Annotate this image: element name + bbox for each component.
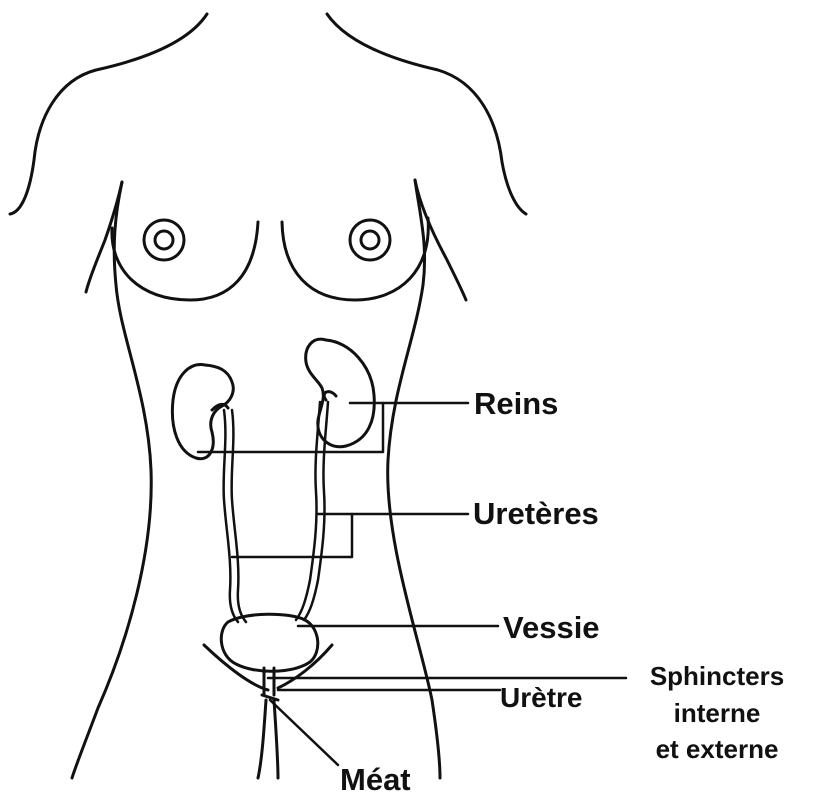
- bladder: [221, 614, 318, 671]
- label-sphincters-line2: interne: [628, 700, 806, 726]
- label-vessie: Vessie: [503, 612, 600, 643]
- label-sphincters-line1: Sphincters: [628, 663, 806, 689]
- ureters: [224, 402, 328, 622]
- kidneys: [172, 339, 374, 458]
- label-uretre: Urètre: [500, 684, 582, 712]
- urethra-region: [204, 645, 332, 778]
- label-sphincters-line3: et externe: [628, 736, 806, 762]
- label-ureteres: Uretères: [473, 498, 599, 529]
- label-meat: Méat: [340, 764, 411, 795]
- torso-outline: [10, 14, 526, 778]
- breasts: [112, 218, 428, 300]
- label-reins: Reins: [474, 388, 558, 419]
